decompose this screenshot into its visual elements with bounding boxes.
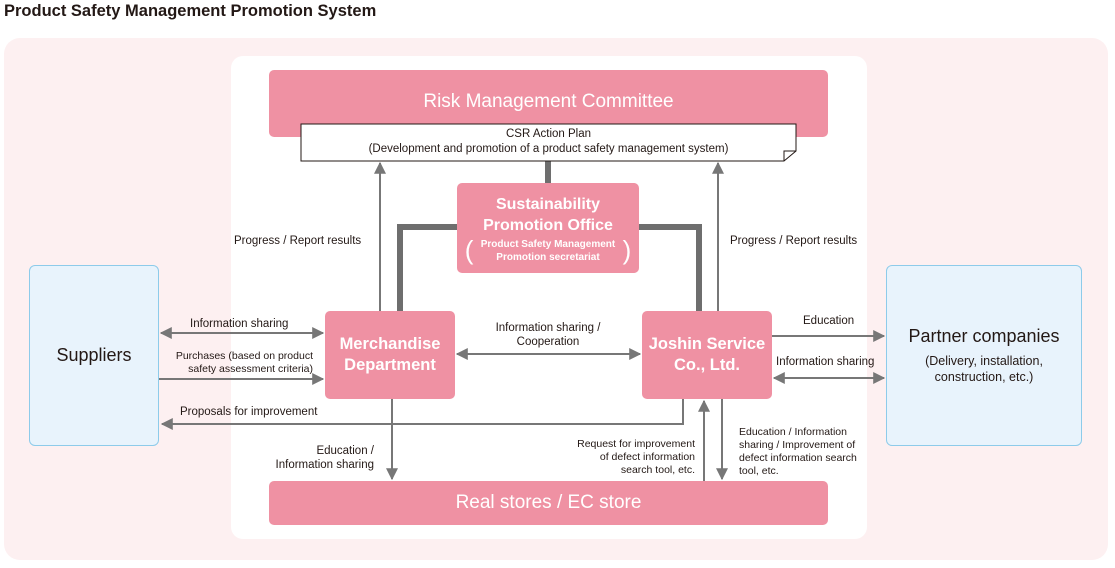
- real-stores-ec-store: Real stores / EC store: [269, 481, 828, 525]
- merchandise-department: Merchandise Department: [325, 311, 455, 399]
- risk-management-committee-label: Risk Management Committee: [423, 91, 674, 112]
- info-coop-line-2: Cooperation: [516, 336, 580, 348]
- purchases-line-2: safety assessment criteria): [188, 363, 313, 375]
- joshin-service: Joshin Service Co., Ltd.: [642, 311, 772, 399]
- label-edu-improvement: Education / Information sharing / Improv…: [739, 426, 857, 478]
- label-progress-right: Progress / Report results: [730, 235, 858, 247]
- label-info-sharing-partners: Information sharing: [776, 356, 875, 368]
- partners-sub-2: construction, etc.): [934, 370, 1034, 384]
- edu-info-line-2: Information sharing: [275, 459, 374, 471]
- purchases-line-1: Purchases (based on product: [175, 350, 313, 362]
- right-paren: ): [622, 234, 632, 265]
- partners-title: Partner companies: [908, 326, 1060, 346]
- suppliers-label: Suppliers: [56, 345, 132, 365]
- partners-sub-1: (Delivery, installation,: [925, 354, 1043, 368]
- spo-secretariat: ( Product Safety Management Promotion se…: [465, 236, 631, 264]
- joshin-line-2: Co., Ltd.: [674, 356, 740, 374]
- sustainability-promotion-office: Sustainability Promotion Office ( Produc…: [457, 183, 639, 273]
- edu-improve-line-2: sharing / Improvement of: [739, 439, 856, 451]
- spo-sub-line-1: Product Safety Management: [480, 238, 616, 250]
- joshin-line-1: Joshin Service: [648, 335, 766, 353]
- label-edu-info: Education / Information sharing: [240, 444, 374, 472]
- label-info-sharing-suppliers: Information sharing: [190, 318, 289, 330]
- merch-line-1: Merchandise: [339, 335, 441, 353]
- edu-improve-line-1: Education / Information: [739, 426, 847, 438]
- suppliers-box: Suppliers: [29, 265, 159, 446]
- label-education-partners: Education: [803, 315, 855, 327]
- spo-title-line-2: Promotion Office: [483, 216, 613, 234]
- csr-action-plan: CSR Action Plan (Development and promoti…: [301, 124, 796, 161]
- request-line-2: of defect information: [599, 451, 695, 463]
- thick-line-spo-merch: [397, 224, 457, 311]
- real-stores-label: Real stores / EC store: [455, 492, 642, 513]
- request-line-3: search tool, etc.: [620, 464, 695, 476]
- request-line-1: Request for improvement: [577, 438, 695, 450]
- label-purchases: Purchases (based on product safety asses…: [160, 350, 313, 376]
- partner-companies-box: Partner companies (Delivery, installatio…: [886, 265, 1082, 446]
- edu-improve-line-4: tool, etc.: [739, 465, 779, 477]
- spo-sub-line-2: Promotion secretariat: [496, 251, 600, 263]
- merch-line-2: Department: [344, 356, 436, 374]
- label-info-coop: Information sharing / Cooperation: [478, 321, 618, 349]
- page-title: Product Safety Management Promotion Syst…: [4, 2, 377, 20]
- label-progress-left: Progress / Report results: [234, 235, 362, 247]
- csr-line-1: CSR Action Plan: [505, 128, 591, 140]
- edu-info-line-1: Education /: [316, 445, 374, 457]
- label-proposals: Proposals for improvement: [180, 406, 318, 418]
- label-request-improvement: Request for improvement of defect inform…: [545, 438, 695, 477]
- left-paren: (: [464, 234, 474, 265]
- info-coop-line-1: Information sharing /: [495, 322, 601, 334]
- spo-title-line-1: Sustainability: [495, 195, 601, 213]
- thick-line-spo-joshin: [639, 224, 702, 311]
- csr-action-plan-document: [300, 123, 797, 162]
- csr-line-2: (Development and promotion of a product …: [368, 143, 729, 155]
- edu-improve-line-3: defect information search: [739, 452, 857, 464]
- arrow-proposals: [160, 399, 684, 430]
